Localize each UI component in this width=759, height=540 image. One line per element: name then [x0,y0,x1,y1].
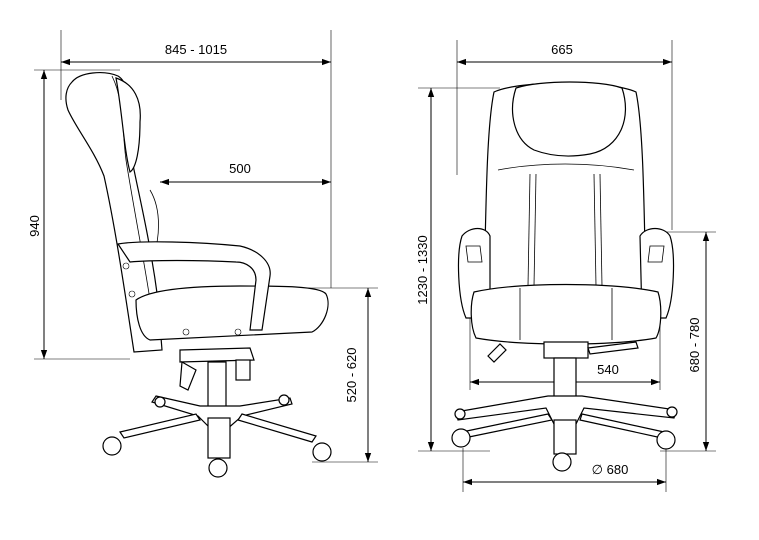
armrest-height-dimension: 680 - 780 [687,232,710,451]
seat-width-label: 540 [597,362,619,377]
side-armrest [116,241,271,331]
side-headrest [115,77,141,173]
side-casters [102,394,332,478]
overall-width-label: 665 [551,42,573,57]
total-height-label: 1230 - 1330 [415,235,430,304]
side-mechanism [179,347,255,363]
seat-depth-dimension: 500 [160,161,331,186]
overall-height-dimension: 940 [27,70,48,359]
seat-height-dimension: 520 - 620 [344,288,372,462]
front-seat [470,283,662,345]
front-casters [451,406,678,472]
total-height-dimension: 1230 - 1330 [415,88,435,451]
chair-side-drawing [65,72,332,478]
overall-height-label: 940 [27,215,42,237]
front-view: 665 1230 - 1330 680 - 780 540 ∅ 680 [415,40,716,492]
base-diameter-label: ∅ 680 [592,462,629,477]
side-view: 845 - 1015 500 940 520 - 620 [27,30,378,478]
overall-width-dimension: 665 [457,42,672,66]
front-mechanism [543,341,589,359]
chair-front-drawing [451,81,678,472]
side-depth-dimension: 845 - 1015 [61,42,331,66]
seat-height-label: 520 - 620 [344,348,359,403]
front-headrest [512,81,626,157]
seat-depth-label: 500 [229,161,251,176]
base-diameter-dimension: ∅ 680 [463,462,666,486]
armrest-height-label: 680 - 780 [687,318,702,373]
side-seat [135,285,329,341]
side-depth-label: 845 - 1015 [165,42,227,57]
side-gas-lift [207,361,227,411]
front-base [455,395,677,429]
